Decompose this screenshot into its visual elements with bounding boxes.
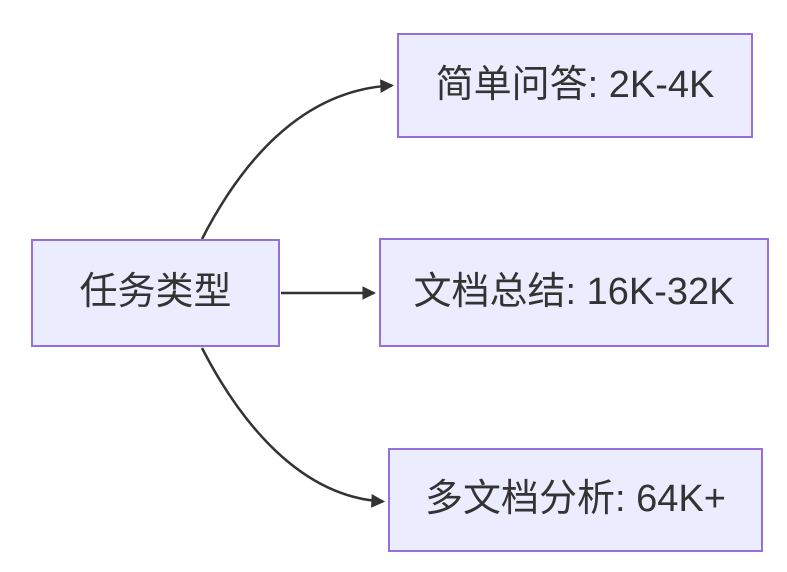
node-simple-qa: 简单问答: 2K-4K <box>397 33 753 138</box>
node-doc-summary: 文档总结: 16K-32K <box>379 238 769 347</box>
node-multi-doc: 多文档分析: 64K+ <box>388 448 763 552</box>
node-task-type-label: 任务类型 <box>79 271 232 314</box>
edge-arrow-root-to-simple-qa <box>200 79 395 240</box>
node-doc-summary-label: 文档总结: 16K-32K <box>413 270 735 313</box>
node-task-type: 任务类型 <box>31 239 280 347</box>
node-multi-doc-label: 多文档分析: 64K+ <box>425 478 726 521</box>
edge-arrow-root-to-multi-doc <box>200 347 386 508</box>
node-simple-qa-label: 简单问答: 2K-4K <box>435 63 715 106</box>
